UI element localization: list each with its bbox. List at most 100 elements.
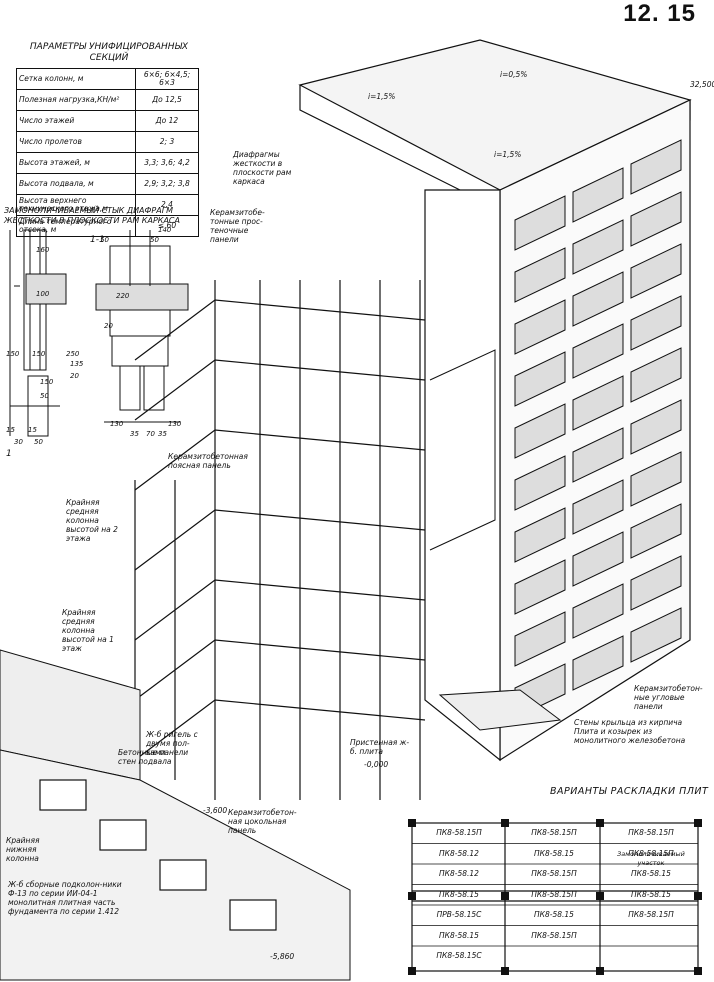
foundation-block <box>229 899 277 931</box>
callout-edge-col-1: Крайняя средняя колонна высотой на 1 эта… <box>62 608 114 653</box>
foundation-block <box>99 819 147 851</box>
slab-label: ПК8-58.15П <box>531 930 577 940</box>
window-band <box>572 583 624 639</box>
window-band <box>630 451 682 507</box>
slab-label: ПК8-58.12 <box>439 848 479 858</box>
window-band <box>572 635 624 691</box>
dimension-label: 130 <box>110 420 124 428</box>
dimension-label: 250 <box>66 350 80 358</box>
floor-slab <box>134 299 426 361</box>
dimension-label: 130 <box>168 420 182 428</box>
slab-label: ПК8-58.15П <box>436 828 482 837</box>
slab-label: ПК8-58.15П <box>531 828 577 837</box>
joint-title: ЗАМОНОЛИЧИВАЕМЫЙ СТЫК ДИАФРАГМ ЖЕСТКОСТИ… <box>4 206 180 225</box>
window-band <box>630 139 682 195</box>
window-band <box>572 427 624 483</box>
window-band <box>630 399 682 455</box>
slab-label: ПК8-58.15П <box>628 848 674 858</box>
window-band <box>572 375 624 431</box>
foundation-block <box>159 859 207 891</box>
foundation-block <box>39 779 87 811</box>
monolithic-zone-label: Замоноличиваемый участок <box>617 850 685 867</box>
slab-label: ПК8-58.15П <box>531 869 577 878</box>
window-band <box>630 295 682 351</box>
window-band <box>514 403 566 459</box>
callout-crossbar: Ж-б ригель с двумя пол-ками <box>146 730 198 757</box>
dimension-label: 100 <box>36 290 50 298</box>
slab-label: ПК8-58.15П <box>628 910 674 919</box>
slope-label-2: i=0,5% <box>500 70 528 79</box>
slab-label: ПК8-58.15 <box>631 889 671 899</box>
slab-label: ПК8-58.15 <box>439 930 479 940</box>
window-band <box>630 243 682 299</box>
page-number: 12. 15 <box>623 0 696 27</box>
floor-slab <box>134 579 426 641</box>
floor-slab <box>134 639 426 701</box>
elevation-mid: -3,600 <box>203 806 228 815</box>
slab-label: ПК8-58.15П <box>628 828 674 837</box>
dimension-label: 35 <box>158 430 167 438</box>
dimension-label: 20 <box>70 372 79 380</box>
section-label: 1-1 <box>90 235 105 245</box>
elevation-zero: -0,000 <box>364 760 389 769</box>
dimension-label: 50 <box>150 236 159 244</box>
window-band <box>630 347 682 403</box>
dimension-label: 35 <box>130 430 139 438</box>
floor-slab <box>134 509 426 571</box>
dimension-label: 150 <box>32 350 46 358</box>
window-band <box>630 503 682 559</box>
callout-concrete-panels: Бетонные панели стен подвала <box>118 748 189 766</box>
dimension-label: 160 <box>36 246 50 254</box>
dimension-label: 150 <box>6 350 20 358</box>
slab-label: ПРВ-58.15С <box>436 910 482 919</box>
window-band <box>514 247 566 303</box>
callout-corner-panels: Керамзитобетон-ные угловые панели <box>634 684 703 711</box>
window-band <box>572 219 624 275</box>
slab-label: ПК8-58.15С <box>436 951 482 960</box>
window-band <box>572 323 624 379</box>
param-value: ≤ 60 <box>135 215 199 237</box>
dimension-label: 135 <box>70 360 84 368</box>
window-band <box>514 299 566 355</box>
window-band <box>630 191 682 247</box>
slope-label-3: i=1,5% <box>494 150 522 159</box>
variants-plan <box>408 819 702 975</box>
window-band <box>572 531 624 587</box>
callout-base-panel: Керамзитобетон-ная цокольная панель <box>228 808 297 835</box>
dimension-label: 50 <box>40 392 49 400</box>
floor-slab <box>134 359 426 421</box>
window-band <box>630 607 682 663</box>
floor-slab <box>134 429 426 491</box>
joint-detail-drawing <box>9 229 189 437</box>
callout-porch: Стены крыльца из кирпича Плита и козырек… <box>574 718 686 745</box>
variants-title: ВАРИАНТЫ РАСКЛАДКИ ПЛИТ <box>550 786 709 797</box>
window-band <box>514 455 566 511</box>
dimension-label: 70 <box>146 430 155 438</box>
slab-label: ПК8-58.15 <box>439 889 479 899</box>
callout-diaphragm: Диафрагмы жесткости в плоскости рам карк… <box>233 150 292 186</box>
slab-label: ПК8-58.15 <box>631 869 671 878</box>
window-band <box>514 507 566 563</box>
elevation-low: -5,860 <box>270 952 295 961</box>
callout-wall-slab: Пристенная ж-б. плита <box>350 738 410 756</box>
slab-label: ПК8-58.15 <box>534 910 574 919</box>
section-marker: 1 <box>6 449 12 459</box>
dimension-label: 50 <box>100 236 109 244</box>
slab-label: ПК8-58.15П <box>531 889 577 899</box>
window-band <box>572 479 624 535</box>
dimension-label: 220 <box>116 292 130 300</box>
params-title: ПАРАМЕТРЫ УНИФИЦИРОВАННЫХ СЕКЦИЙ <box>29 42 189 63</box>
dimension-label: 20 <box>104 322 113 330</box>
dimension-label: 15 <box>6 426 15 434</box>
slab-label: ПК8-58.12 <box>439 869 479 878</box>
dimension-label: 30 <box>14 438 23 446</box>
slab-label: ПК8-58.15 <box>534 848 574 858</box>
callout-foundation: Ж-б сборные подколон-ники Ф-13 по серии … <box>8 880 122 916</box>
elevation-top: 32,500 <box>690 80 714 89</box>
